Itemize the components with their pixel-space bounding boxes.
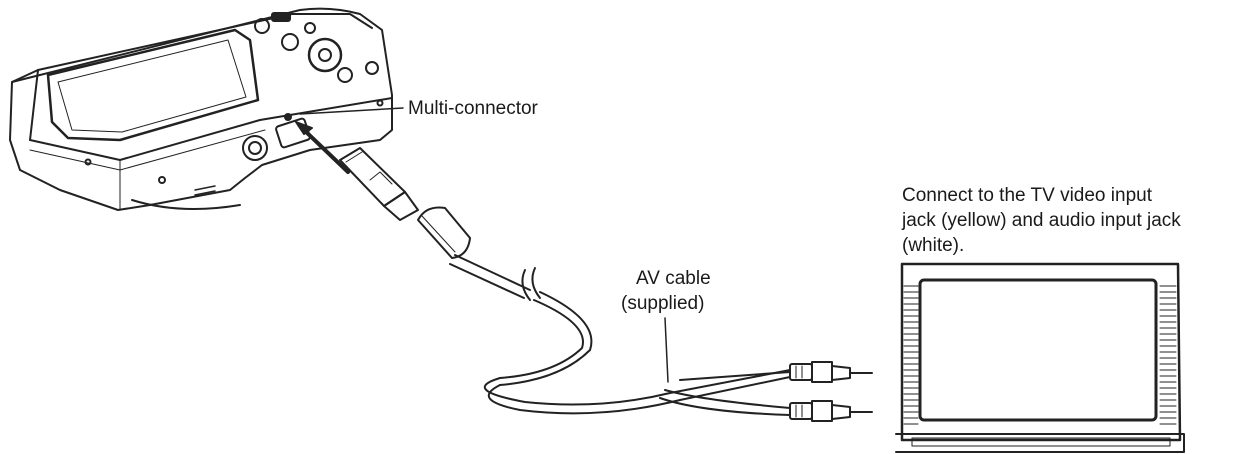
av-cable-icon xyxy=(295,121,873,422)
digital-camera-icon xyxy=(9,7,393,211)
av-cable-label: AV cable xyxy=(636,268,711,289)
multi-connector-leader xyxy=(299,107,404,115)
av-cable-supplied-label: (supplied) xyxy=(621,293,705,314)
tv-note-line-3: (white). xyxy=(902,235,965,256)
tv-note-line-2: jack (yellow) and audio input jack xyxy=(902,210,1181,231)
television-icon xyxy=(895,262,1185,453)
multi-connector-label: Multi-connector xyxy=(408,98,538,119)
tv-note-line-1: Connect to the TV video input xyxy=(902,185,1152,206)
